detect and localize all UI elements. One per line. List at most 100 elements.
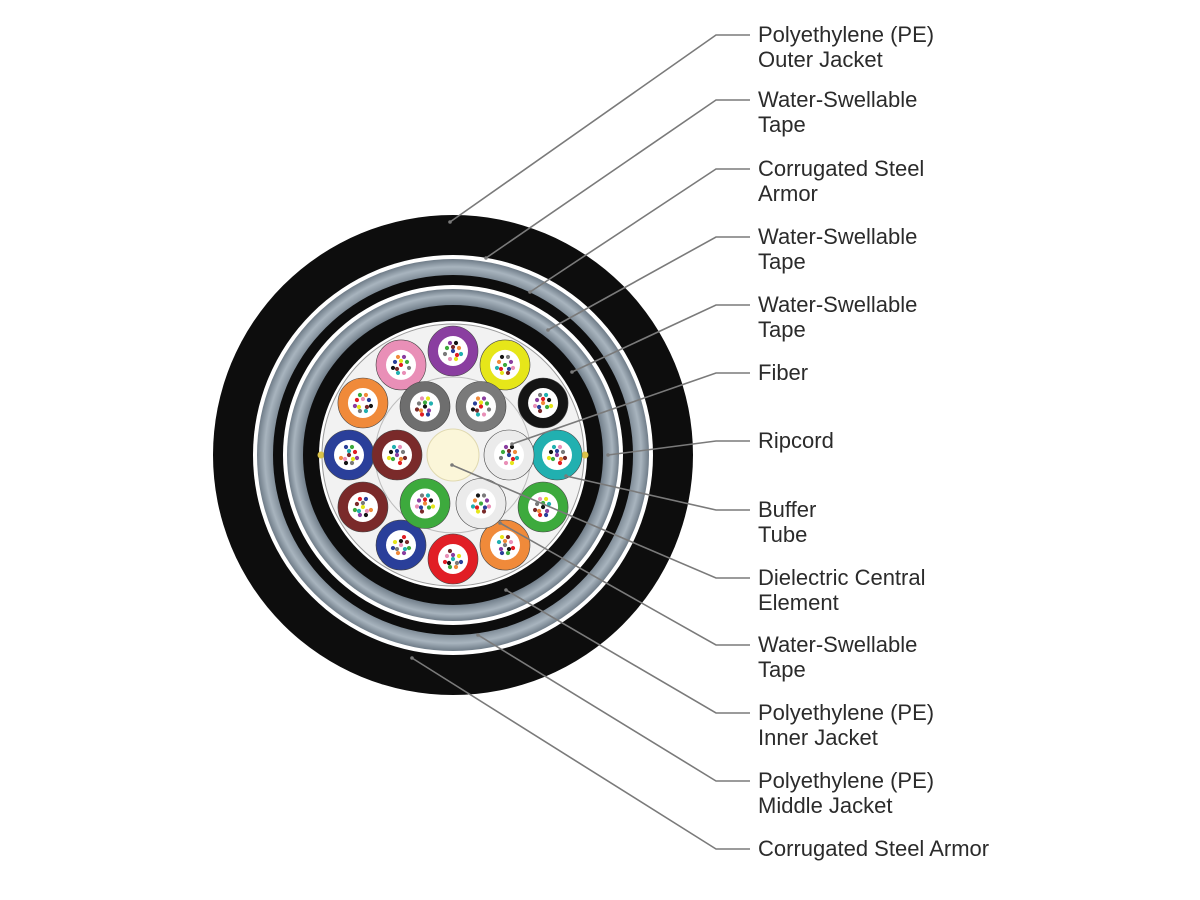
leader-anchor-water-swellable-tape-4 xyxy=(498,521,502,525)
buffer-tube xyxy=(427,533,479,585)
fiber-dot xyxy=(502,358,508,364)
fiber-dot xyxy=(398,456,404,462)
fiber-dot xyxy=(363,512,369,518)
fiber-dot xyxy=(481,493,487,498)
fiber-dot xyxy=(391,460,397,466)
fiber-dot xyxy=(422,497,428,502)
fiber-dot xyxy=(548,403,554,409)
fiber-dot xyxy=(394,546,400,552)
fiber-dot xyxy=(356,508,362,514)
fiber-dot xyxy=(416,498,422,503)
fiber-dot xyxy=(506,448,512,454)
fiber-dot xyxy=(484,498,490,503)
fiber-dot xyxy=(478,404,484,409)
leader-anchor-dielectric-central-element xyxy=(450,463,454,467)
fiber-dot xyxy=(350,456,356,462)
fiber-dot xyxy=(509,444,515,450)
fiber-dot xyxy=(472,498,478,503)
fiber-dot xyxy=(364,404,370,410)
fiber-dot xyxy=(444,345,450,351)
ripcord-left xyxy=(317,451,325,459)
fiber-dot xyxy=(419,396,425,401)
fiber-dot xyxy=(419,509,425,514)
fiber-dot xyxy=(425,412,431,417)
fiber-dot xyxy=(402,546,408,552)
fiber-dot xyxy=(395,370,401,376)
fiber-dot xyxy=(509,460,515,466)
fiber-dot xyxy=(360,500,366,506)
buffer-tube xyxy=(427,325,479,377)
fiber-dot xyxy=(401,550,407,556)
fiber-dot xyxy=(458,351,464,357)
fiber-dot xyxy=(484,401,490,406)
fiber-dot xyxy=(536,508,542,514)
fiber-dot xyxy=(352,403,358,409)
fiber-dot xyxy=(425,509,431,514)
fiber-dot xyxy=(398,542,404,548)
buffer-tube xyxy=(399,478,451,529)
leader-line-fiber xyxy=(511,372,750,445)
fiber-dot xyxy=(505,550,511,556)
fiber-dot xyxy=(478,501,484,506)
label-fiber: Fiber xyxy=(758,360,808,385)
fiber-dot xyxy=(447,548,453,554)
fiber-dot xyxy=(454,352,460,358)
label-line: Polyethylene (PE) xyxy=(758,700,934,725)
fiber-dot xyxy=(453,548,459,554)
fiber-dot xyxy=(546,397,552,403)
buffer-tube xyxy=(337,377,389,429)
fiber-dot xyxy=(482,408,488,413)
fiber-dot xyxy=(404,359,410,365)
fiber-dot xyxy=(394,366,400,372)
fiber-dot xyxy=(400,449,406,455)
fiber-dot xyxy=(560,449,566,455)
fiber-dot xyxy=(482,505,488,510)
fiber-dot xyxy=(425,493,431,498)
fiber-dot xyxy=(342,456,348,462)
fiber-dot xyxy=(364,508,370,514)
fiber-dot xyxy=(444,553,450,559)
fiber-dot xyxy=(514,455,520,461)
fiber-dot xyxy=(551,460,557,466)
fiber-dot xyxy=(498,546,504,552)
fiber-dot xyxy=(536,404,542,410)
fiber-dot xyxy=(425,396,431,401)
fiber-dot xyxy=(398,362,404,368)
fiber-dot xyxy=(398,538,404,544)
label-line: Tape xyxy=(758,112,806,137)
fiber-dot xyxy=(447,564,453,570)
fiber-dot xyxy=(554,452,560,458)
label-line: Polyethylene (PE) xyxy=(758,768,934,793)
leader-anchor-fiber xyxy=(510,442,514,446)
label-line: Corrugated Steel Armor xyxy=(758,836,989,861)
label-line: Ripcord xyxy=(758,428,834,453)
fiber-dot xyxy=(481,509,487,514)
fiber-dot xyxy=(551,444,557,450)
fiber-dot xyxy=(548,449,554,455)
fiber-dot xyxy=(363,496,369,502)
fiber-dot xyxy=(557,460,563,466)
fiber-dot xyxy=(349,444,355,450)
fiber-dot xyxy=(550,456,556,462)
fiber-dot xyxy=(394,452,400,458)
leader-line-corrugated-steel-armor-1 xyxy=(529,168,750,293)
fiber-dot xyxy=(453,356,459,362)
fiber-dot xyxy=(562,455,568,461)
fiber-dot xyxy=(422,400,428,405)
fiber-dot xyxy=(474,505,480,510)
fiber-dot xyxy=(478,400,484,405)
fiber-dot xyxy=(338,455,344,461)
leader-line-pe-inner-jacket xyxy=(505,589,750,714)
fiber-dot xyxy=(414,407,420,412)
fiber-dot xyxy=(537,392,543,398)
leader-anchor-ripcord xyxy=(606,453,610,457)
fiber-dot xyxy=(422,404,428,409)
fiber-dot xyxy=(419,412,425,417)
label-line: Water-Swellable xyxy=(758,224,917,249)
fiber-dot xyxy=(546,501,552,507)
label-line: Outer Jacket xyxy=(758,47,883,72)
fiber-dot xyxy=(546,455,552,461)
fiber-dot xyxy=(498,366,504,372)
fiber-dot xyxy=(453,564,459,570)
